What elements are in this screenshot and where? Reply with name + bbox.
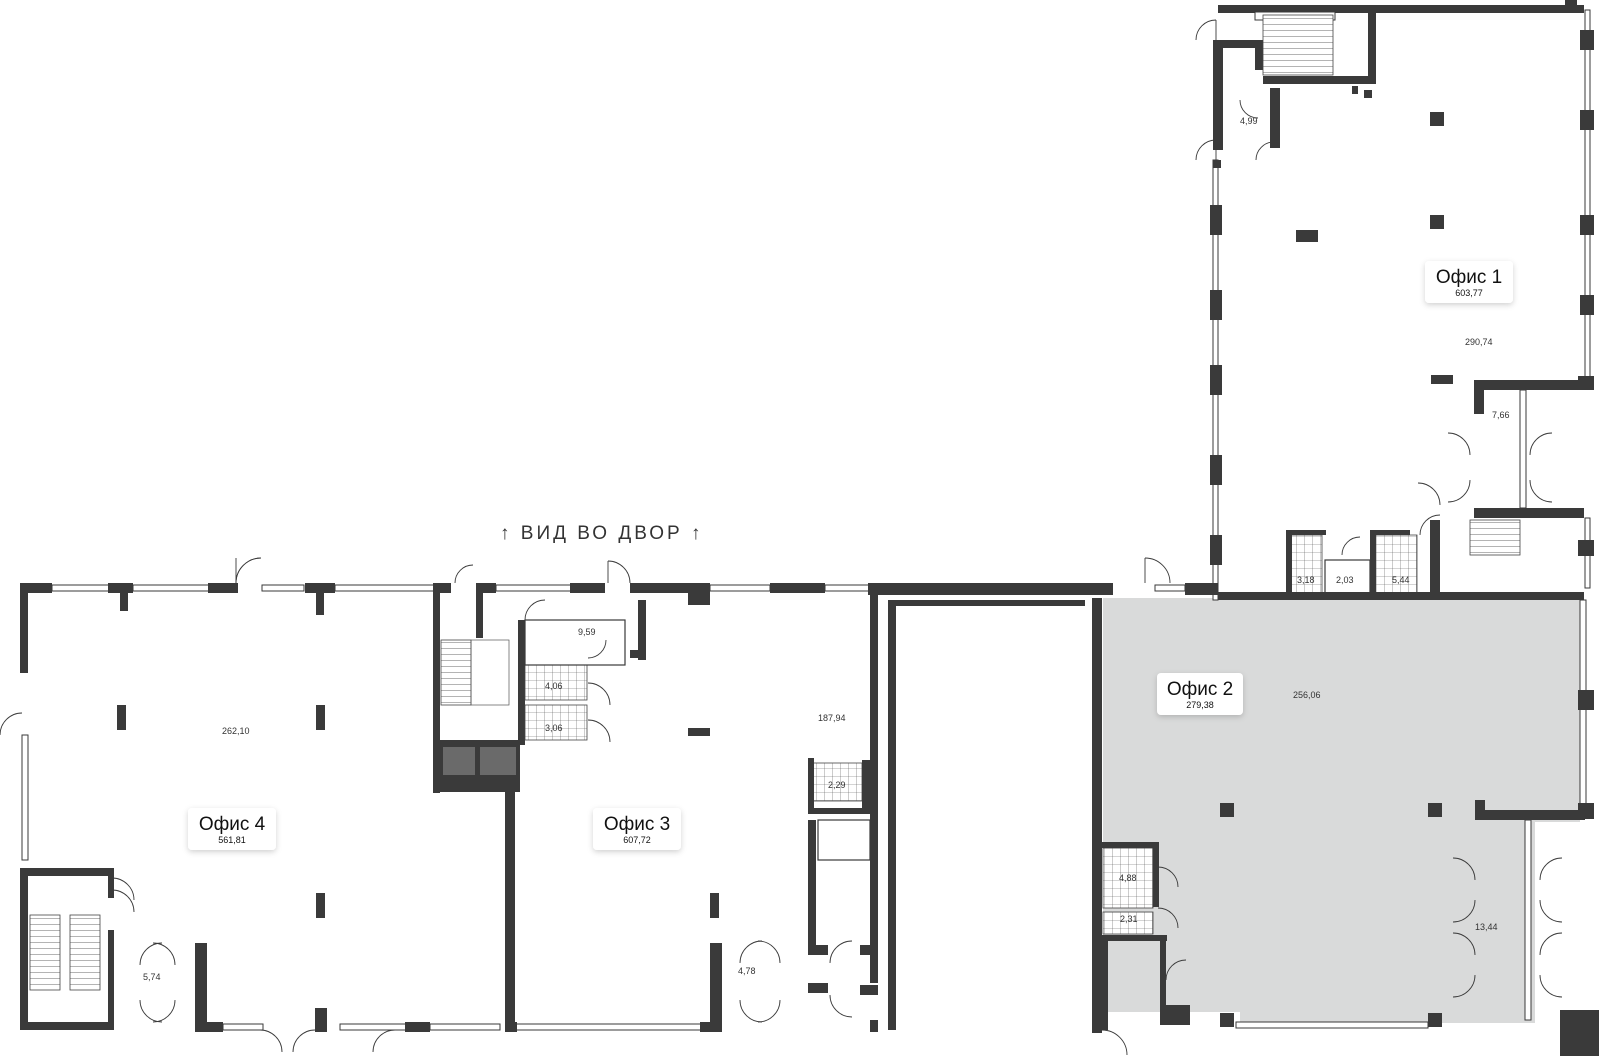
doors [0,19,1563,1056]
office-2-name: Офис 2 [1167,679,1233,700]
office-1-card[interactable]: Офис 1 603,77 [1425,261,1513,303]
view-courtyard-label: ↑ ВИД ВО ДВОР ↑ [500,523,704,544]
room-area-o3-main: 187,94 [818,713,846,723]
office-4-area: 561,81 [218,835,246,845]
lower-building-walls [20,583,1599,1056]
room-area-o3-wc-a: 4,06 [545,681,563,691]
office-2-area: 279,38 [1186,700,1214,710]
office-1-name: Офис 1 [1436,267,1502,288]
office-4-name: Офис 4 [199,814,266,835]
room-area-o1-wc-c: 5,44 [1392,575,1410,585]
room-area-o1-corridor: 7,66 [1492,410,1510,420]
room-area-o2-main: 256,06 [1293,690,1321,700]
office-1-area: 603,77 [1455,288,1483,298]
room-area-o2-wc-a: 4,88 [1119,873,1137,883]
office-3-name: Офис 3 [604,814,670,835]
room-area-o1-wc-a: 3,18 [1297,575,1315,585]
room-area-o1-main: 290,74 [1465,337,1493,347]
office-4-card[interactable]: Офис 4 561,81 [188,808,276,850]
office-3-area: 607,72 [623,835,651,845]
room-area-o2-corridor: 13,44 [1475,922,1498,932]
room-area-o3-wc-c: 2,29 [828,780,846,790]
office-2-card[interactable]: Офис 2 279,38 [1157,673,1243,715]
room-area-o4-tambour: 5,74 [143,972,161,982]
room-area-o2-wc-b: 2,31 [1120,914,1138,924]
room-area-o3-vestibule: 9,59 [578,627,596,637]
room-area-labels: 4,99 290,74 7,66 3,18 2,03 5,44 256,06 4… [143,116,1510,982]
room-area-o3-tambour: 4,78 [738,966,756,976]
office-3-card[interactable]: Офис 3 607,72 [593,808,681,850]
room-area-o3-wc-b: 3,06 [545,723,563,733]
room-area-o1-wc-b: 2,03 [1336,575,1354,585]
room-area-o4-main: 262,10 [222,726,250,736]
room-area-o1-vestibule: 4,99 [1240,116,1258,126]
office-1-walls [1210,0,1594,601]
